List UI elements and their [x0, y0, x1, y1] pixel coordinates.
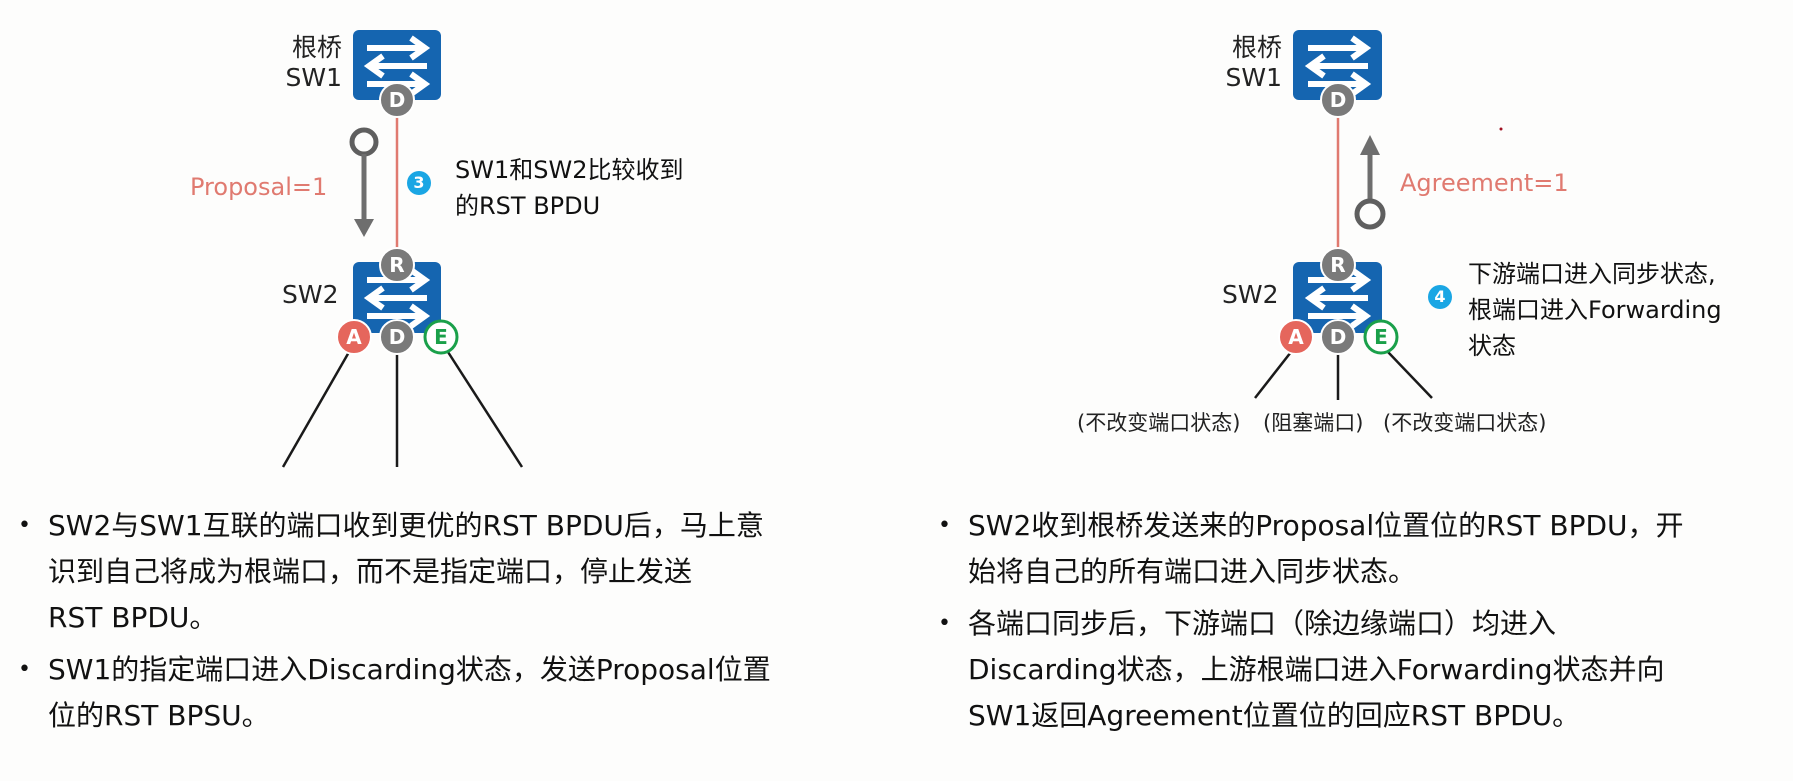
right-sw1-role-label: 根桥	[1231, 33, 1282, 62]
right-sw2-downlinks	[1254, 351, 1433, 400]
left-sw2-port-designated: D	[388, 325, 406, 349]
right-bullet-1: • SW2收到根桥发送来的Proposal位置位的RST BPDU，开 始将自己…	[930, 503, 1790, 595]
right-sw1-name-label: SW1	[1225, 63, 1283, 92]
left-bullet-1: • SW2与SW1互联的端口收到更优的RST BPDU后，马上意 识到自己将成为…	[10, 503, 880, 641]
right-step-line-2: 根端口进入Forwarding	[1468, 296, 1722, 324]
right-sw1-label: 根桥 SW1	[1192, 33, 1283, 93]
right-sw1-switch-icon	[1293, 30, 1382, 100]
port-note-alternate: (不改变端口状态)	[1077, 411, 1241, 435]
right-bullet-2: • 各端口同步后，下游端口（除边缘端口）均进入 Discarding状态，上游根…	[930, 601, 1790, 739]
port-note-edge: (不改变端口状态)	[1383, 411, 1547, 435]
bullet-dot-icon: •	[938, 513, 951, 538]
right-agreement-label: Agreement=1	[1400, 169, 1569, 197]
step-3-badge: 3	[407, 171, 431, 195]
left-bullet-list: • SW2与SW1互联的端口收到更优的RST BPDU后，马上意 识到自己将成为…	[10, 503, 880, 745]
left-sw2-switch-icon	[353, 262, 441, 333]
left-sw1-role-label: 根桥	[291, 33, 342, 62]
left-sw2-port-edge: E	[434, 325, 448, 349]
left-step-line-2: 的RST BPDU	[455, 192, 601, 220]
right-sw2-port-alternate: A	[1288, 325, 1304, 349]
right-agreement-arrow-icon	[1354, 135, 1386, 230]
left-sw2-downlinks	[281, 351, 524, 468]
left-sw2-label: SW2	[282, 280, 339, 309]
bullet-dot-icon: •	[938, 611, 951, 636]
left-sw1-label: 根桥 SW1	[250, 33, 343, 93]
right-sw2-port-designated: D	[1329, 325, 1347, 349]
bullet-dot-icon: •	[18, 657, 31, 682]
left-step-line-1: SW1和SW2比较收到	[455, 156, 684, 184]
left-sw1-port-d-icon	[379, 82, 415, 118]
step-4-badge: 4	[1428, 285, 1452, 309]
left-proposal-arrow-icon	[349, 127, 379, 237]
right-sw2-label: SW2	[1222, 280, 1279, 309]
right-bullet-list: • SW2收到根桥发送来的Proposal位置位的RST BPDU，开 始将自己…	[930, 503, 1790, 745]
right-step-line-3: 状态	[1468, 332, 1516, 360]
right-sw2-switch-icon	[1293, 262, 1382, 333]
right-sw2-port-edge: E	[1374, 325, 1388, 349]
left-bullet-2: • SW1的指定端口进入Discarding状态，发送Proposal位置 位的…	[10, 647, 880, 739]
right-step-description: 下游端口进入同步状态, 根端口进入Forwarding 状态	[1468, 256, 1722, 364]
left-sw1-port-designated: D	[388, 88, 406, 112]
left-step-description: SW1和SW2比较收到 的RST BPDU	[455, 152, 683, 224]
left-sw1-name-label: SW1	[285, 63, 343, 92]
left-sw2-port-root: R	[389, 253, 405, 277]
port-note-designated: (阻塞端口)	[1263, 411, 1364, 435]
right-sw2-port-root: R	[1330, 253, 1346, 277]
right-step-line-1: 下游端口进入同步状态,	[1468, 260, 1716, 288]
left-proposal-label: Proposal=1	[190, 173, 328, 201]
bullet-dot-icon: •	[18, 513, 31, 538]
left-sw1-switch-icon	[353, 30, 441, 100]
left-sw2-port-alternate: A	[346, 325, 362, 349]
right-sw1-port-designated: D	[1329, 88, 1347, 112]
